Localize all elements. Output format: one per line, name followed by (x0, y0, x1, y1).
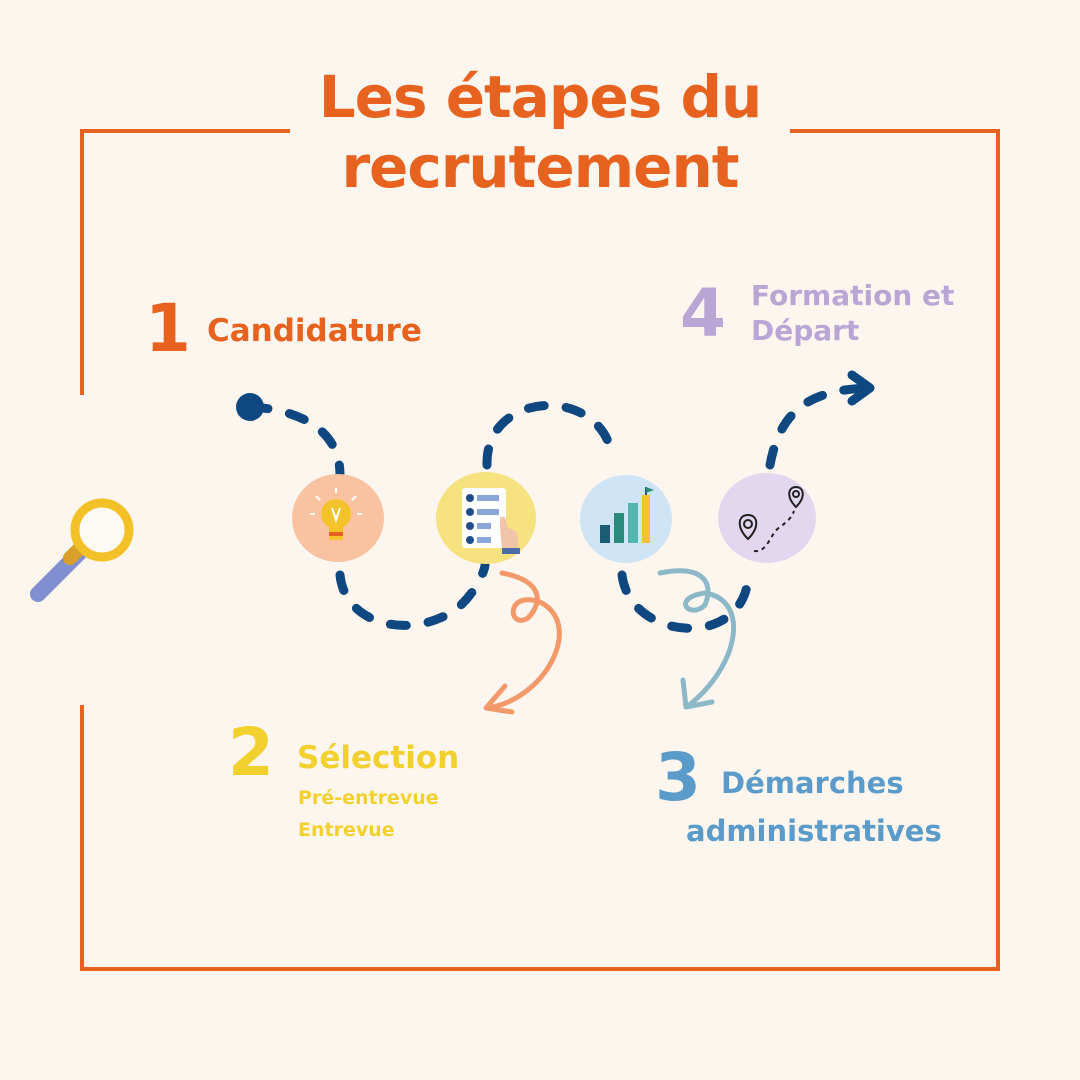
step-1-label: Candidature (207, 313, 422, 349)
step-1-number: 1 (145, 290, 191, 367)
step-2-sub-2: Entrevue (298, 819, 395, 841)
bar-chart-icon (600, 487, 654, 543)
step-3-number: 3 (655, 739, 701, 816)
frame-top-right (790, 129, 1000, 133)
step-4-number: 4 (680, 275, 726, 352)
checklist-icon (462, 488, 520, 554)
frame-right (996, 129, 1000, 971)
step-3-label-line-2: administratives (686, 814, 942, 848)
dashed-route (247, 383, 873, 633)
step-2-sub-1: Pré-entrevue (298, 787, 439, 809)
step-3-label-line-1: Démarches (721, 766, 904, 800)
magnifier-icon (30, 498, 134, 602)
map-pins-icon (738, 485, 804, 553)
orange-arrow-head (483, 683, 515, 715)
frame-left-lower (80, 705, 84, 971)
blue-arrow-head (680, 677, 715, 710)
blue-curly-arrow (657, 568, 737, 709)
step-4-label-line-2: Départ (751, 314, 860, 347)
orange-curly-arrow (484, 570, 562, 711)
frame-top-left (80, 129, 290, 133)
chart-badge (580, 475, 672, 563)
route-start-dot (236, 393, 264, 421)
map-badge (718, 473, 816, 563)
step-2-number: 2 (228, 714, 274, 791)
frame-bottom (80, 967, 1000, 971)
checklist-badge (436, 472, 536, 564)
title-line-1: Les étapes du (318, 63, 763, 131)
step-4-label-line-1: Formation et (751, 279, 955, 312)
frame-left-upper (80, 129, 84, 395)
page-title: Les étapes du recrutement (290, 62, 790, 202)
lightbulb-icon (310, 488, 362, 540)
route-end-arrow (847, 370, 875, 406)
step-2-label: Sélection (297, 740, 460, 776)
lightbulb-badge (292, 474, 384, 562)
title-line-2: recrutement (341, 133, 739, 201)
